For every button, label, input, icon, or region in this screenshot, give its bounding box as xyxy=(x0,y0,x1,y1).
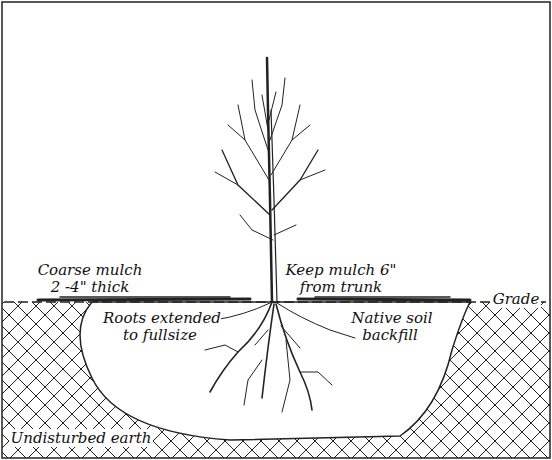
grade-label: Grade xyxy=(488,291,544,308)
mulch xyxy=(38,297,470,300)
mulch-note: Keep mulch 6" from trunk xyxy=(282,262,400,296)
grade-line xyxy=(4,301,548,302)
roots-note: Roots extended to fullsize xyxy=(92,310,230,344)
mulch-note: Coarse mulch 2 -4" thick xyxy=(34,262,146,296)
planting-pit xyxy=(80,302,470,440)
backfill-note: Native soil backfill xyxy=(332,310,450,344)
earth-label: Undisturbed earth xyxy=(6,430,156,447)
undisturbed-earth xyxy=(2,302,550,458)
